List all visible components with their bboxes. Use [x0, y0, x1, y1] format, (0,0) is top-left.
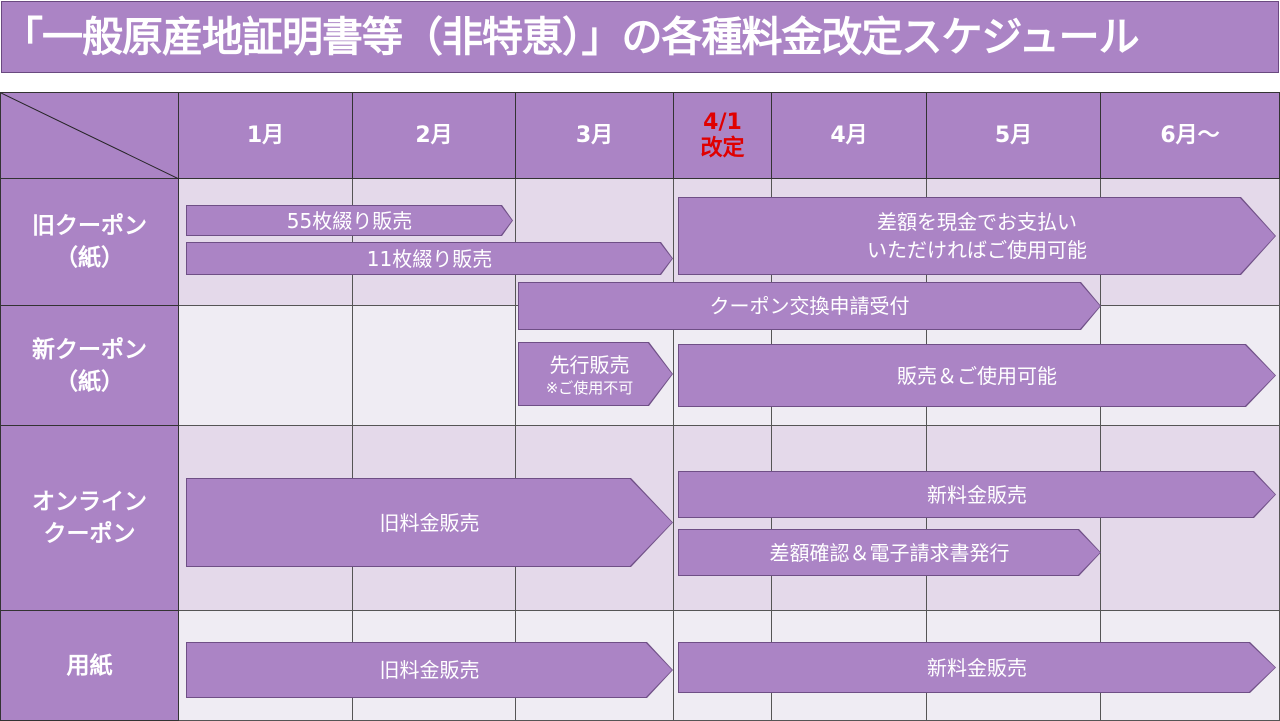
arrow-label: 差額確認＆電子請求書発行	[769, 540, 1010, 565]
col-revision: 4/1 改定	[674, 92, 772, 179]
schedule-cell	[927, 426, 1101, 611]
row-label-line: クーポン	[43, 521, 136, 547]
arrow-label: クーポン交換申請受付	[709, 294, 910, 318]
schedule-cell	[353, 306, 516, 426]
arrow-label: 旧料金販売	[379, 510, 480, 535]
arrow-label: 旧料金販売	[379, 658, 480, 682]
arrow-11-sheet-sale: 11枚綴り販売	[186, 242, 673, 275]
col-may: 5月	[927, 92, 1101, 179]
schedule-cell	[674, 426, 772, 611]
arrow-label: 11枚綴り販売	[366, 246, 493, 271]
col-feb: 2月	[353, 92, 516, 179]
arrow-55-sheet-sale: 55枚綴り販売	[186, 205, 513, 236]
page-title: 「一般原産地証明書等（非特恵）」の各種料金改定スケジュール	[1, 1, 1279, 73]
arrow-online-difference-invoice: 差額確認＆電子請求書発行	[678, 529, 1101, 576]
arrow-label: 新料金販売	[927, 482, 1027, 507]
arrow-note: ※ご使用不可	[545, 379, 634, 397]
arrow-pre-sale: 先行販売 ※ご使用不可	[518, 342, 673, 406]
row-label-line: 旧クーポン	[32, 213, 147, 239]
col-jun: 6月～	[1101, 92, 1280, 179]
row-label-line: 用紙	[66, 652, 113, 679]
col-mar: 3月	[516, 92, 674, 179]
row-label-line: （紙）	[55, 368, 124, 395]
corner-cell	[0, 92, 179, 179]
arrow-label: 先行販売	[549, 353, 630, 377]
arrow-online-old-price: 旧料金販売	[186, 478, 673, 567]
arrow-label: 新料金販売	[927, 655, 1027, 680]
arrow-pay-difference: 差額を現金でお支払いいただければご使用可能	[678, 197, 1276, 275]
arrow-label: いただければご使用可能	[867, 238, 1087, 262]
row-label-online-coupon: オンラインクーポン	[0, 426, 179, 611]
schedule-cell	[772, 426, 927, 611]
arrow-sale-and-use: 販売＆ご使用可能	[678, 344, 1276, 407]
revision-label: 改定	[700, 135, 745, 161]
row-label-line: オンライン	[32, 489, 147, 515]
arrow-label: 販売＆ご使用可能	[897, 363, 1057, 388]
schedule-cell	[179, 306, 353, 426]
arrow-paper-old-price: 旧料金販売	[186, 642, 673, 698]
schedule-cell	[1101, 426, 1280, 611]
diagonal-line	[1, 93, 179, 179]
arrow-label: 差額を現金でお支払い	[877, 210, 1077, 234]
row-label-old-coupon: 旧クーポン （紙）	[0, 179, 179, 306]
arrow-label: 55枚綴り販売	[286, 208, 413, 233]
col-apr: 4月	[772, 92, 927, 179]
row-label-new-coupon: 新クーポン （紙）	[0, 306, 179, 426]
arrow-online-new-price: 新料金販売	[678, 471, 1276, 518]
row-label-line: （紙）	[55, 245, 124, 271]
row-label-line: 新クーポン	[32, 336, 147, 363]
revision-date: 4/1	[703, 109, 742, 135]
col-jan: 1月	[179, 92, 353, 179]
arrow-paper-new-price: 新料金販売	[678, 642, 1276, 693]
arrow-coupon-exchange: クーポン交換申請受付	[518, 282, 1101, 330]
row-label-paper: 用紙	[0, 611, 179, 721]
